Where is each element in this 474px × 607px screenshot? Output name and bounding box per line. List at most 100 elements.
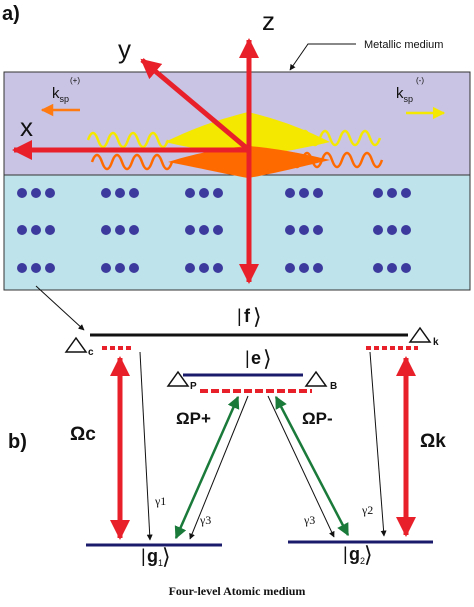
omega-k-label: Ωk — [420, 431, 446, 452]
atom-dot — [387, 188, 397, 198]
level-e-label: | e ⟩ — [245, 346, 272, 371]
atom-dot — [401, 225, 411, 235]
atom-dot — [17, 188, 27, 198]
atom-dot — [101, 188, 111, 198]
ksp-plus-label: ksp (+) — [52, 76, 80, 104]
svg-text:g: g — [147, 546, 158, 566]
y-axis-label: y — [118, 34, 131, 64]
atom-dot — [185, 225, 195, 235]
detuning-k: k — [408, 326, 439, 348]
atom-dot — [199, 225, 209, 235]
atom-dot — [129, 188, 139, 198]
atom-dot — [101, 225, 111, 235]
gamma2-arrow — [369, 351, 387, 537]
atom-dot — [299, 263, 309, 273]
atom-dot — [387, 225, 397, 235]
atom-dot — [285, 263, 295, 273]
svg-text:ksp: ksp — [52, 85, 69, 104]
atom-dot — [387, 263, 397, 273]
omega-p-plus-label: ΩP+ — [176, 409, 211, 428]
atom-dot — [373, 263, 383, 273]
atom-dot — [313, 225, 323, 235]
atom-dots — [17, 188, 411, 273]
atom-dot — [45, 263, 55, 273]
svg-text:|: | — [245, 348, 250, 368]
atom-dot — [31, 225, 41, 235]
caption: Four-level Atomic medium — [168, 584, 306, 598]
panel-a-label: a) — [2, 3, 20, 25]
panel-b-label: b) — [8, 431, 27, 453]
omega-p-minus-arrow — [274, 395, 350, 537]
atom-dot — [45, 188, 55, 198]
svg-text:|: | — [343, 544, 348, 564]
level-f-label: | f ⟩ — [237, 304, 262, 329]
gamma2-label: γ2 — [361, 503, 373, 517]
svg-text:(-): (-) — [416, 76, 424, 85]
gamma3-left-arrow — [189, 395, 249, 540]
detuning-c: c — [64, 336, 94, 358]
detuning-b: B — [304, 370, 337, 392]
gamma3-right-arrow — [267, 395, 335, 538]
atom-dot — [115, 188, 125, 198]
svg-text:ksp: ksp — [396, 85, 413, 104]
metallic-medium-label: Metallic medium — [364, 39, 443, 51]
dielectric-layer — [3, 174, 471, 291]
metallic-medium-pointer — [289, 43, 356, 71]
gamma3-left-label: γ3 — [199, 513, 211, 527]
atom-dot — [185, 263, 195, 273]
atom-dot — [45, 225, 55, 235]
svg-text:1: 1 — [158, 558, 163, 568]
atom-dot — [373, 188, 383, 198]
svg-text:⟩: ⟩ — [263, 346, 272, 371]
svg-text:B: B — [330, 381, 337, 392]
gamma1-label: γ1 — [154, 494, 166, 508]
svg-text:P: P — [190, 381, 197, 392]
detuning-p: P — [166, 370, 197, 392]
omega-c-label: Ωc — [70, 424, 96, 445]
atom-dot — [401, 188, 411, 198]
svg-text:e: e — [251, 348, 261, 368]
atom-dot — [185, 188, 195, 198]
level-g2-label: | g 2 ⟩ — [343, 542, 373, 567]
atom-dot — [213, 263, 223, 273]
atom-dot — [213, 225, 223, 235]
atom-dot — [199, 263, 209, 273]
atom-dot — [199, 188, 209, 198]
connector-arrow — [35, 285, 85, 331]
atom-dot — [285, 188, 295, 198]
x-axis-label: x — [20, 112, 33, 142]
atom-dot — [285, 225, 295, 235]
atom-dot — [101, 263, 111, 273]
gamma3-right-label: γ3 — [303, 513, 315, 527]
atom-dot — [17, 225, 27, 235]
gamma1-arrow — [139, 351, 153, 541]
svg-text:k: k — [433, 337, 439, 348]
svg-text:(+): (+) — [70, 76, 80, 85]
svg-text:c: c — [88, 347, 94, 358]
svg-text:⟩: ⟩ — [364, 542, 373, 567]
level-g1-label: | g 1 ⟩ — [141, 544, 171, 569]
atom-dot — [313, 188, 323, 198]
atom-dot — [115, 263, 125, 273]
y-axis — [140, 58, 251, 152]
atom-dot — [17, 263, 27, 273]
omega-p-plus-arrow — [174, 395, 240, 540]
atom-dot — [31, 263, 41, 273]
svg-text:|: | — [141, 546, 146, 566]
svg-text:g: g — [349, 544, 360, 564]
atom-dot — [299, 225, 309, 235]
atom-dot — [373, 225, 383, 235]
atom-dot — [115, 225, 125, 235]
omega-p-minus-label: ΩP- — [302, 409, 333, 428]
atom-dot — [31, 188, 41, 198]
atom-dot — [129, 225, 139, 235]
atom-dot — [401, 263, 411, 273]
atom-dot — [213, 188, 223, 198]
atom-dot — [129, 263, 139, 273]
z-axis-label: z — [262, 6, 275, 36]
svg-text:|: | — [237, 306, 242, 326]
svg-text:2: 2 — [360, 556, 365, 566]
svg-text:f: f — [244, 306, 251, 326]
ksp-minus-label: ksp (-) — [396, 76, 424, 104]
